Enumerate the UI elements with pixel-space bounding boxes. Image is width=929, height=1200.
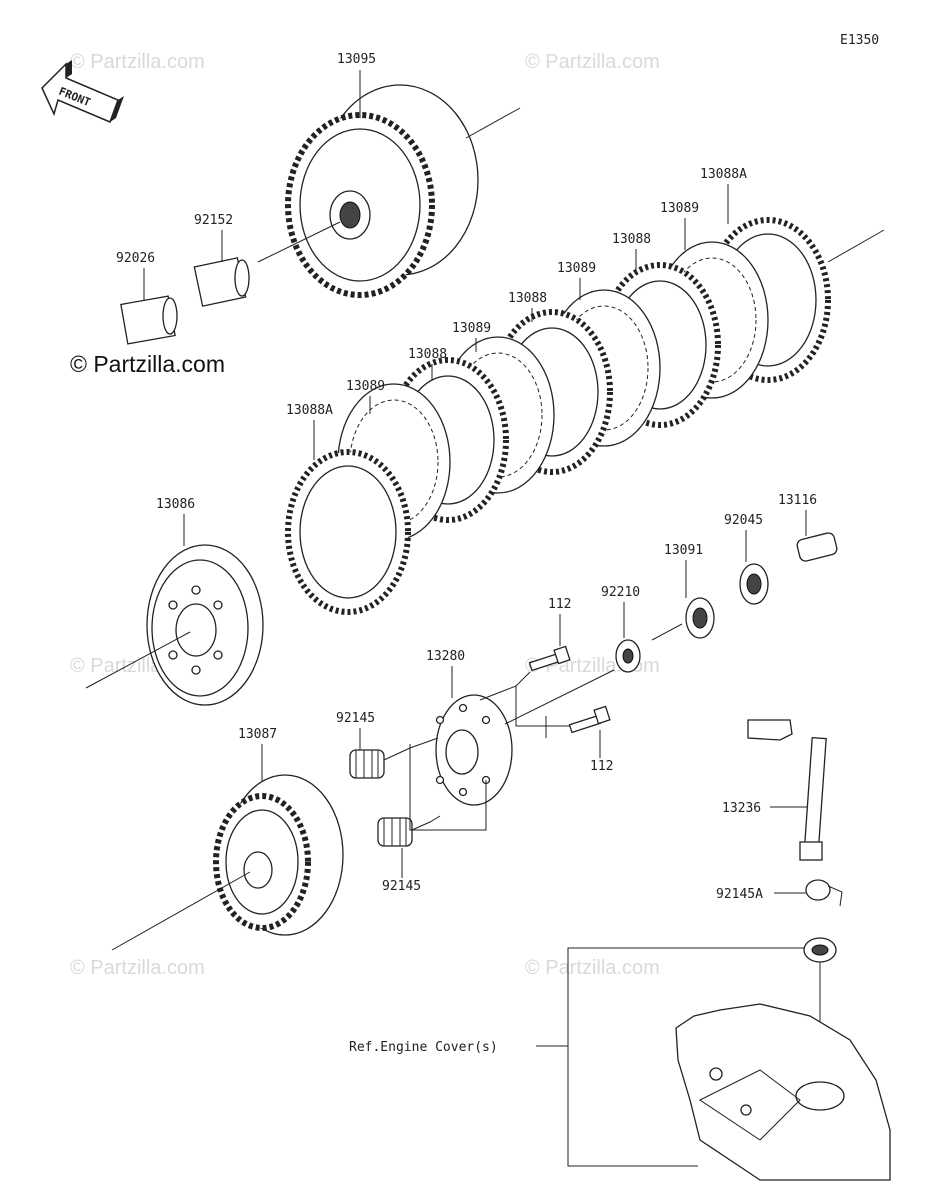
callout-92145A: 92145A bbox=[716, 887, 763, 902]
clutch-plate-13086[interactable] bbox=[146, 544, 264, 706]
bolt-112-b[interactable] bbox=[568, 705, 611, 734]
callout-13088-c: 13088 bbox=[408, 347, 447, 362]
callout-13091: 13091 bbox=[664, 543, 703, 558]
callout-13089-a: 13089 bbox=[660, 201, 699, 216]
spring-92145A[interactable] bbox=[805, 879, 843, 907]
spring-92145-a[interactable] bbox=[349, 749, 385, 779]
front-arrow-icon: FRONT bbox=[41, 60, 124, 123]
callout-13116: 13116 bbox=[778, 493, 817, 508]
callout-92026: 92026 bbox=[116, 251, 155, 266]
push-rod-13116[interactable] bbox=[796, 532, 838, 563]
bolt-112-a[interactable] bbox=[528, 645, 571, 672]
clutch-hub-13087[interactable] bbox=[213, 774, 344, 936]
spring-92145-b[interactable] bbox=[377, 817, 413, 847]
pressure-plate-13280[interactable] bbox=[435, 694, 513, 806]
ref-engine-cover-note: Ref.Engine Cover(s) bbox=[349, 1040, 498, 1055]
callout-92210: 92210 bbox=[601, 585, 640, 600]
callout-13089-c: 13089 bbox=[452, 321, 491, 336]
callout-112-b: 112 bbox=[590, 759, 613, 774]
bearing-92045[interactable] bbox=[739, 563, 769, 605]
callout-112-a: 112 bbox=[548, 597, 571, 612]
callout-92045: 92045 bbox=[724, 513, 763, 528]
callout-92145-b: 92145 bbox=[382, 879, 421, 894]
watermark: © Partzilla.com bbox=[525, 51, 660, 73]
callout-13088-a: 13088 bbox=[612, 232, 651, 247]
callout-13086: 13086 bbox=[156, 497, 195, 512]
watermark-main: © Partzilla.com bbox=[70, 351, 225, 377]
oil-seal[interactable] bbox=[803, 937, 837, 963]
callout-13088A-top: 13088A bbox=[700, 167, 747, 182]
callout-13280: 13280 bbox=[426, 649, 465, 664]
watermark: © Partzilla.com bbox=[525, 957, 660, 979]
watermark: © Partzilla.com bbox=[70, 51, 205, 73]
washer-13091[interactable] bbox=[685, 597, 715, 639]
diagram-code: E1350 bbox=[840, 33, 879, 48]
callout-13088A-bottom: 13088A bbox=[286, 403, 333, 418]
bushing-92152[interactable] bbox=[193, 257, 250, 307]
callout-13089-b: 13089 bbox=[557, 261, 596, 276]
callout-13236: 13236 bbox=[722, 801, 761, 816]
callout-13089-d: 13089 bbox=[346, 379, 385, 394]
clutch-housing-13095[interactable] bbox=[285, 84, 479, 298]
watermark: © Partzilla.com bbox=[70, 957, 205, 979]
callout-13095: 13095 bbox=[337, 52, 376, 67]
callout-92145-a: 92145 bbox=[336, 711, 375, 726]
collar-92026[interactable] bbox=[120, 295, 178, 345]
nut-92210[interactable] bbox=[615, 639, 641, 673]
callout-92152: 92152 bbox=[194, 213, 233, 228]
release-shaft-13236[interactable] bbox=[747, 719, 827, 861]
engine-cover-reference bbox=[675, 1003, 891, 1181]
friction-plate-13088A-bottom[interactable] bbox=[285, 449, 411, 615]
callout-13087: 13087 bbox=[238, 727, 277, 742]
callout-13088-b: 13088 bbox=[508, 291, 547, 306]
